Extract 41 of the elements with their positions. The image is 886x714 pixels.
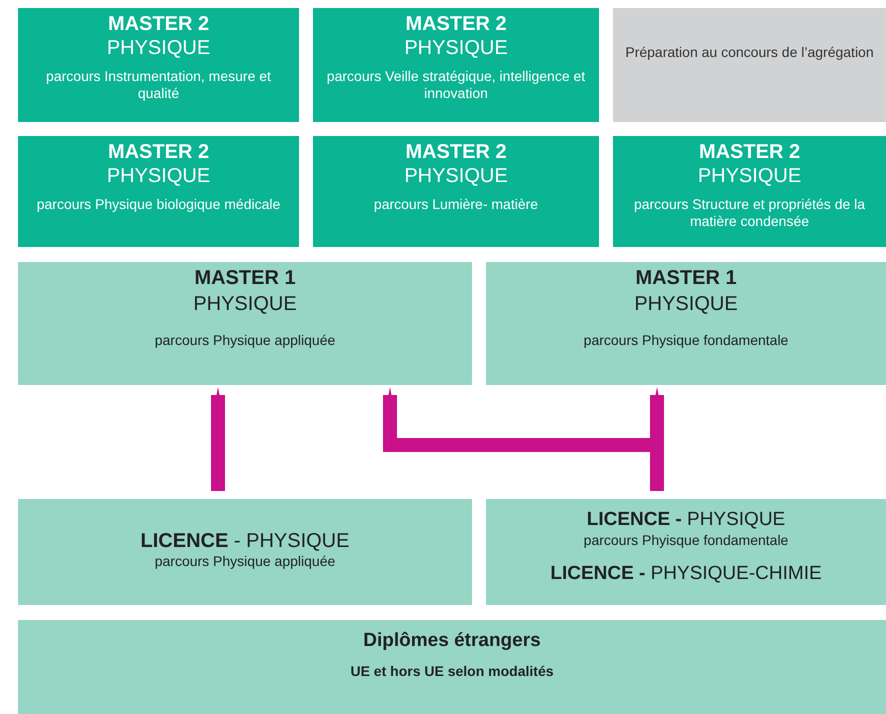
degree-level: MASTER 1: [194, 266, 296, 290]
degree-level: MASTER 2: [405, 140, 507, 164]
program-box: [486, 499, 886, 605]
track-name: parcours Physique biologique médicale: [36, 196, 280, 213]
note-text: Préparation au concours de l’agrégation: [625, 44, 874, 61]
track-name: parcours Structure et propriétés de la matière condensée: [632, 196, 866, 230]
diploma-note: UE et hors UE selon modalités: [350, 662, 554, 680]
program-box: [18, 499, 472, 605]
program-box: [313, 8, 599, 122]
track-name: parcours Physique fondamentale: [584, 332, 788, 349]
track-name: parcours Physique appliquée: [154, 332, 336, 349]
program-box: [313, 136, 599, 247]
program-name: PHYSIQUE: [404, 164, 508, 188]
program-box: [613, 136, 886, 247]
program-box: [18, 8, 299, 122]
degree-level: MASTER 1: [635, 266, 737, 290]
degree-title: LICENCE - PHYSIQUE: [586, 509, 786, 532]
program-name: PHYSIQUE: [106, 36, 210, 60]
program-name: PHYSIQUE: [106, 164, 210, 188]
track-name: parcours Phyisque fondamentale: [584, 532, 788, 549]
track-name: parcours Physique appliquée: [154, 553, 336, 570]
program-name: PHYSIQUE: [404, 36, 508, 60]
track-name: parcours Lumière- matière: [374, 196, 538, 213]
track-name: parcours Veille stratégique, intelligence et innovation: [326, 68, 586, 102]
degree-level: MASTER 2: [108, 12, 210, 36]
degree-title: LICENCE - PHYSIQUE-CHIMIE: [550, 562, 822, 586]
degree-level: MASTER 2: [698, 140, 800, 164]
track-name: parcours Instrumentation, mesure et qualité: [45, 68, 272, 102]
diploma-title: Diplômes étrangers: [363, 630, 541, 653]
arrow: [211, 387, 225, 491]
degree-level: MASTER 2: [405, 12, 507, 36]
program-name: PHYSIQUE: [193, 292, 297, 316]
program-box: [18, 262, 472, 385]
program-box: [18, 136, 299, 247]
degree-level: MASTER 2: [108, 140, 210, 164]
program-name: PHYSIQUE: [634, 292, 738, 316]
program-name: PHYSIQUE: [698, 164, 802, 188]
program-box: [613, 8, 886, 122]
program-box: [486, 262, 886, 385]
program-box: [18, 620, 886, 714]
degree-title: LICENCE - PHYSIQUE: [140, 529, 350, 553]
